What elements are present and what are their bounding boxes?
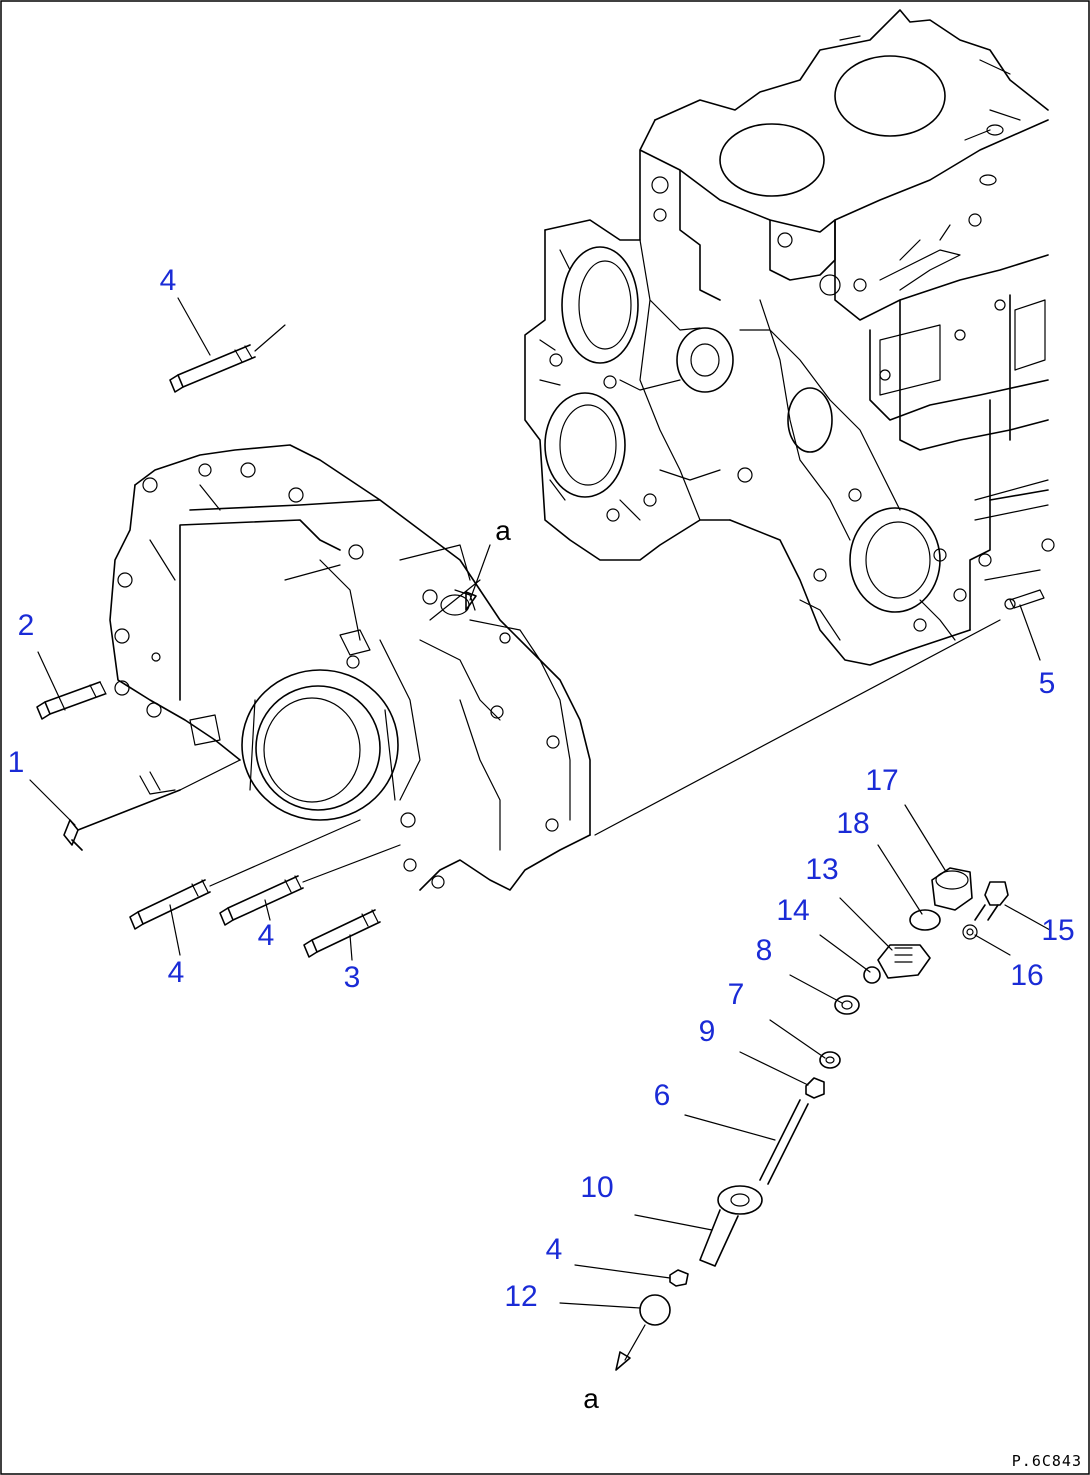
alignment-line <box>594 619 1001 836</box>
callout-12: 12 <box>504 1280 537 1313</box>
engine-block-drawing <box>524 9 1055 666</box>
callout-16: 16 <box>1010 959 1043 992</box>
callout-7: 4 <box>546 1233 563 1266</box>
callout-14: 14 <box>776 894 809 927</box>
callout-1: 1 <box>8 746 25 779</box>
callout-labels: 4 2 1 4 4 3 5 17 18 13 14 15 16 8 7 9 6 … <box>8 264 1075 1313</box>
callout-4-top: 4 <box>160 264 177 297</box>
reference-mark-a-upper: a <box>495 515 511 546</box>
callout-13: 13 <box>805 853 838 886</box>
reference-mark-a-lower: a <box>583 1383 599 1414</box>
callout-6: 6 <box>654 1079 671 1112</box>
callout-9: 7 <box>728 978 745 1011</box>
bolts-drawing <box>36 324 401 958</box>
callout-11: 9 <box>699 1015 716 1048</box>
callout-8: 10 <box>580 1171 613 1204</box>
callout-5: 5 <box>1039 667 1056 700</box>
callout-4-lower-left: 4 <box>168 956 185 989</box>
callout-18: 18 <box>836 807 869 840</box>
callout-4-lower-middle: 4 <box>258 919 275 952</box>
small-parts-drawing <box>465 544 1009 1371</box>
leader-lines <box>29 297 1051 1309</box>
callout-15: 15 <box>1041 914 1074 947</box>
callout-2: 2 <box>18 609 35 642</box>
front-cover-drawing <box>109 444 591 891</box>
callout-3: 3 <box>344 961 361 994</box>
drawing-code: P.6C843 <box>1012 1452 1082 1470</box>
callout-10: 8 <box>756 934 773 967</box>
callout-17: 17 <box>865 764 898 797</box>
